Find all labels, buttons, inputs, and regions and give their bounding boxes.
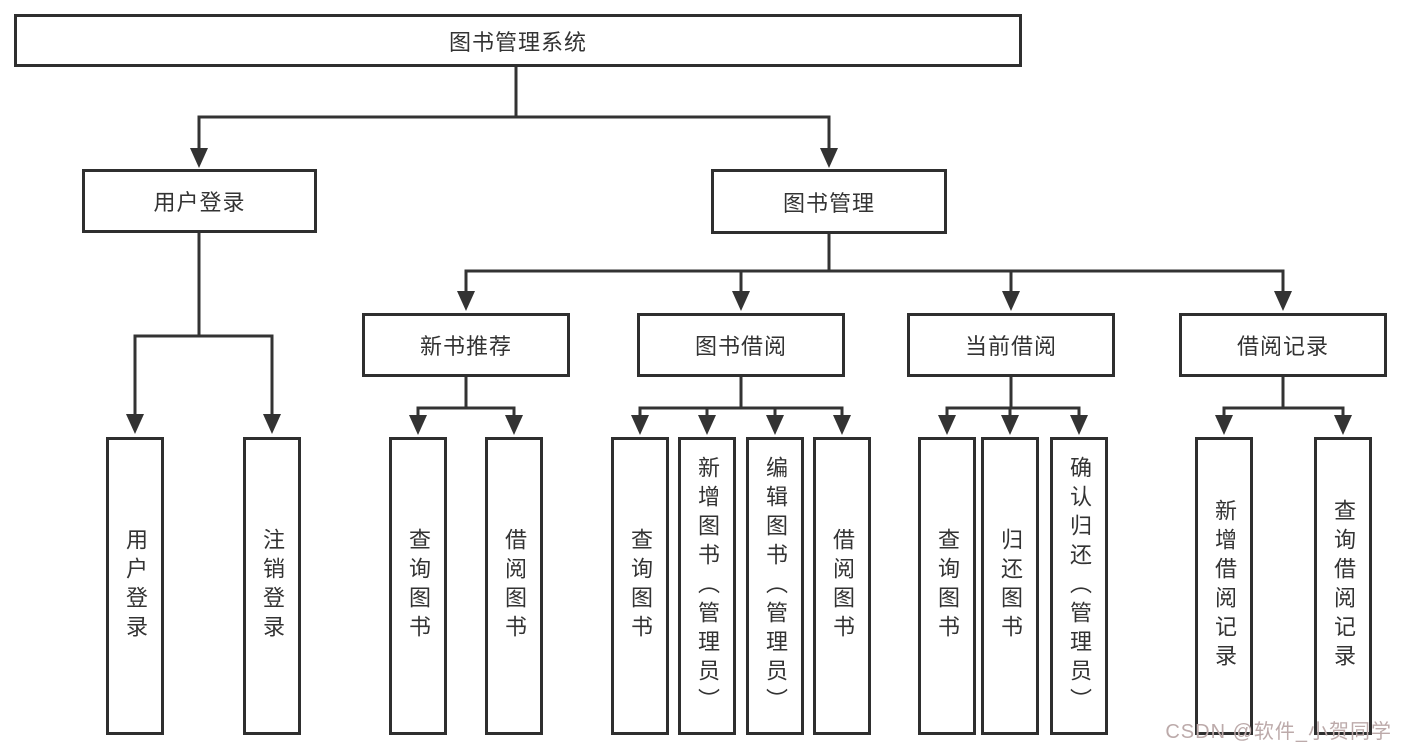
node-borrow-records-label: 借阅记录 bbox=[1236, 334, 1329, 359]
node-current-borrow: 当前借阅 bbox=[907, 313, 1115, 377]
node-new-book-recommend-label: 新书推荐 bbox=[419, 334, 512, 359]
node-book-management: 图书管理 bbox=[711, 169, 947, 234]
leaf-logout-label: 注销登录 bbox=[260, 528, 285, 644]
node-library-system: 图书管理系统 bbox=[14, 14, 1022, 67]
node-borrow-records: 借阅记录 bbox=[1179, 313, 1387, 377]
leaf-borrow-add-books-admin-label: 新增图书（管理员） bbox=[695, 455, 720, 717]
leaf-logout: 注销登录 bbox=[243, 437, 301, 735]
leaf-records-add-record-label: 新增借阅记录 bbox=[1212, 499, 1237, 673]
leaf-current-return-books-label: 归还图书 bbox=[998, 528, 1023, 644]
leaf-current-confirm-return-admin: 确认归还（管理员） bbox=[1050, 437, 1108, 735]
leaf-borrow-query-books: 查询图书 bbox=[611, 437, 669, 735]
leaf-current-return-books: 归还图书 bbox=[981, 437, 1039, 735]
leaf-recommend-query-books-label: 查询图书 bbox=[406, 528, 431, 644]
leaf-records-query-record: 查询借阅记录 bbox=[1314, 437, 1372, 735]
node-current-borrow-label: 当前借阅 bbox=[964, 334, 1057, 359]
leaf-borrow-edit-books-admin: 编辑图书（管理员） bbox=[746, 437, 804, 735]
node-new-book-recommend: 新书推荐 bbox=[362, 313, 570, 377]
leaf-user-login: 用户登录 bbox=[106, 437, 164, 735]
leaf-current-confirm-return-admin-label: 确认归还（管理员） bbox=[1067, 455, 1092, 717]
node-user-login: 用户登录 bbox=[82, 169, 317, 233]
leaf-records-add-record: 新增借阅记录 bbox=[1195, 437, 1253, 735]
leaf-recommend-borrow-books: 借阅图书 bbox=[485, 437, 543, 735]
leaf-borrow-borrow-books: 借阅图书 bbox=[813, 437, 871, 735]
node-book-borrow: 图书借阅 bbox=[637, 313, 845, 377]
leaf-borrow-query-books-label: 查询图书 bbox=[628, 528, 653, 644]
leaf-records-query-record-label: 查询借阅记录 bbox=[1331, 499, 1356, 673]
node-user-login-label: 用户登录 bbox=[153, 190, 246, 215]
leaf-borrow-add-books-admin: 新增图书（管理员） bbox=[678, 437, 736, 735]
leaf-borrow-borrow-books-label: 借阅图书 bbox=[830, 528, 855, 644]
leaf-recommend-borrow-books-label: 借阅图书 bbox=[502, 528, 527, 644]
node-library-system-label: 图书管理系统 bbox=[448, 29, 587, 55]
leaf-borrow-edit-books-admin-label: 编辑图书（管理员） bbox=[763, 455, 788, 717]
leaf-current-query-books-label: 查询图书 bbox=[935, 528, 960, 644]
node-book-management-label: 图书管理 bbox=[782, 190, 875, 216]
leaf-user-login-label: 用户登录 bbox=[123, 528, 148, 644]
leaf-recommend-query-books: 查询图书 bbox=[389, 437, 447, 735]
csdn-watermark: CSDN @软件_小贺同学 bbox=[1165, 721, 1392, 743]
leaf-current-query-books: 查询图书 bbox=[918, 437, 976, 735]
node-book-borrow-label: 图书借阅 bbox=[694, 334, 787, 359]
